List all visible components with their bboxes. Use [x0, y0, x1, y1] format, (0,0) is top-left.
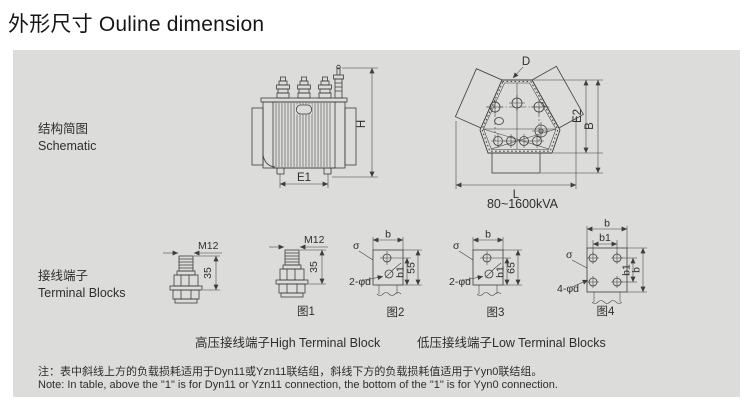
dim-label-65: 65 — [506, 262, 518, 274]
dim-label-b1: b1 — [395, 266, 407, 278]
dim-d: D — [512, 56, 530, 79]
dim-label-b-top: b — [604, 218, 610, 230]
dim-35: 35 — [194, 255, 220, 291]
dim-label-sigma: σ — [353, 240, 360, 252]
dim-sigma: σ — [353, 240, 374, 261]
figure4-caption: 图4 — [596, 306, 615, 318]
dim-m12: M12 — [163, 240, 222, 256]
dim-e1: E1 — [279, 172, 329, 188]
dim-label-holes: 2-φd — [449, 276, 471, 288]
dim-label-d: D — [522, 56, 530, 68]
plate-terminal-fig2-drawing: b σ 2-φd b1 55 — [349, 229, 422, 296]
dim-sigma: σ — [453, 240, 474, 261]
dim-label-55: 55 — [406, 262, 418, 274]
tank-top — [479, 79, 561, 154]
bolt-body — [169, 255, 203, 304]
page-title: 外形尺寸 Ouline dimension — [8, 13, 265, 36]
dim-label-h: H — [356, 120, 368, 128]
dim-label-b-right: b — [631, 267, 643, 273]
dim-label-b: B — [584, 122, 596, 130]
dim-l: L — [455, 117, 577, 201]
dim-label-e2: E2 — [572, 109, 584, 123]
dim-label-holes: 2-φd — [349, 276, 371, 288]
footnote: 注：表中斜线上方的负载损耗适用于Dyn11或Yzn11联结组，斜线下方的负载损耗… — [38, 366, 558, 391]
dim-holes: 2-φd — [349, 275, 384, 288]
dim-label-sigma: σ — [453, 240, 460, 252]
plate-terminal-fig3-drawing: b σ 2-φd b1 65 — [449, 229, 522, 296]
terminal-label-en: Terminal Blocks — [38, 286, 126, 300]
bolt-terminal-b-drawing: M12 35 — [269, 234, 328, 298]
schematic-label-en: Schematic — [38, 139, 97, 153]
dim-b: b — [372, 229, 404, 250]
terminal-label-zh: 接线端子 — [38, 269, 89, 283]
figure3-caption: 图3 — [486, 307, 505, 319]
dim-label-35: 35 — [202, 267, 214, 279]
dim-b1-b-right: b1 b — [621, 247, 647, 293]
dim-b1-h: b1 55 — [394, 249, 422, 286]
high-terminal-caption: 高压接线端子High Terminal Block — [195, 336, 381, 350]
plate-body — [472, 249, 504, 296]
dim-label-35: 35 — [308, 261, 320, 273]
schematic-label-zh: 结构简图 — [38, 122, 89, 136]
dim-m12: M12 — [269, 234, 328, 250]
figure1-caption: 图1 — [297, 306, 315, 318]
plate-body — [586, 247, 628, 304]
low-terminal-caption: 低压接线端子Low Terminal Blocks — [417, 336, 606, 350]
bolt-terminal-a-drawing: M12 35 — [163, 240, 222, 304]
terminal-row-label: 接线端子 Terminal Blocks — [38, 268, 126, 302]
footnote-en: Note: In table, above the "1" is for Dyn… — [38, 378, 558, 391]
dim-holes: 4-φd — [557, 279, 589, 295]
dim-label-sigma: σ — [566, 249, 573, 261]
footnote-zh: 注：表中斜线上方的负载损耗适用于Dyn11或Yzn11联结组，斜线下方的负载损耗… — [38, 366, 543, 378]
plate-terminal-fig4-drawing: b b1 σ 4-φd b1 b — [557, 218, 647, 304]
dim-sigma: σ — [566, 249, 588, 269]
dim-label-b: b — [485, 229, 491, 241]
schematic-row-label: 结构简图 Schematic — [38, 121, 96, 155]
dim-label-holes: 4-φd — [557, 283, 579, 295]
dim-label-b1-top: b1 — [599, 232, 611, 244]
tank-body — [251, 97, 357, 175]
dim-b: b — [472, 229, 504, 250]
transformer-side-view-drawing: H E1 — [251, 64, 378, 188]
bushings — [276, 64, 344, 99]
dim-holes: 2-φd — [449, 275, 484, 288]
figure2-caption: 图2 — [386, 307, 405, 319]
bolt-body — [275, 249, 309, 298]
dim-h: H — [332, 67, 378, 178]
plate-body — [372, 249, 404, 296]
dim-label-m12: M12 — [198, 240, 219, 252]
dim-label-e1: E1 — [297, 172, 311, 184]
dim-35: 35 — [300, 249, 326, 285]
dim-b-top: b — [586, 218, 628, 248]
dim-e2-b: E2 B — [533, 79, 603, 174]
dim-b1-top: b1 — [592, 232, 618, 254]
dim-label-l: L — [513, 189, 520, 201]
lv-bushing-holes — [491, 134, 544, 148]
transformer-top-view-drawing: D E2 B L — [454, 56, 603, 201]
content-panel — [13, 50, 740, 397]
kva-range-caption: 80~1600kVA — [486, 197, 558, 211]
dim-label-m12: M12 — [304, 234, 325, 246]
tall-bushing — [333, 64, 344, 99]
dim-label-b: b — [385, 229, 391, 241]
dim-label-b1: b1 — [495, 266, 507, 278]
dim-b1-h: b1 65 — [494, 249, 522, 286]
dim-label-b1-right: b1 — [621, 264, 633, 276]
